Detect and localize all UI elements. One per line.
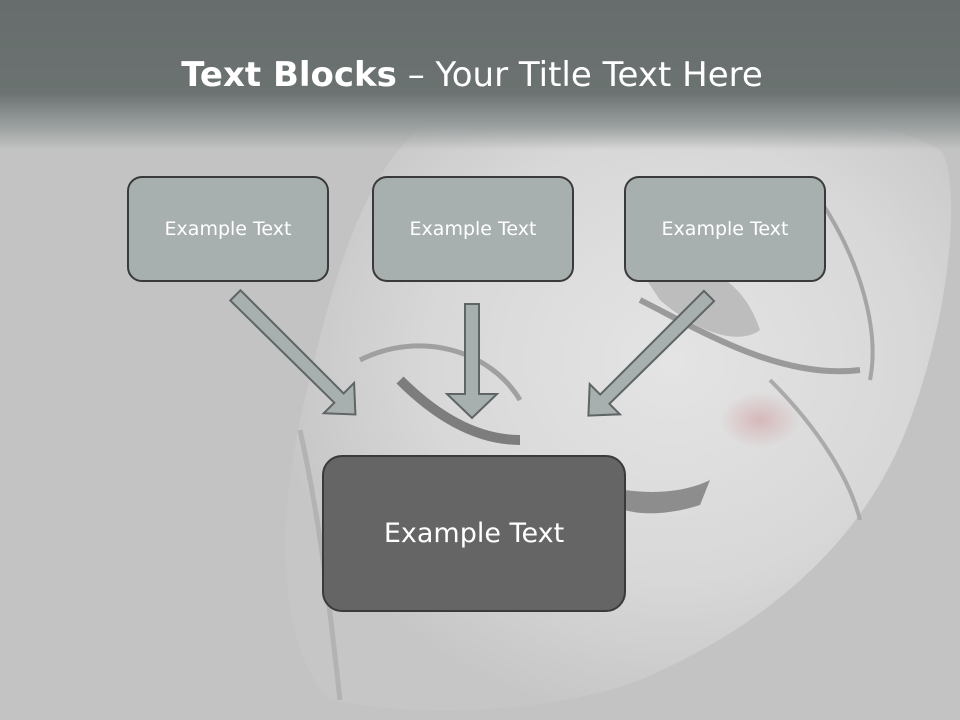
- title-bar: [0, 0, 960, 150]
- text-block-3-label: Example Text: [661, 218, 789, 240]
- text-block-2[interactable]: Example Text: [372, 176, 574, 282]
- slide-title: Text Blocks – Your Title Text Here: [0, 52, 944, 98]
- text-block-3[interactable]: Example Text: [624, 176, 826, 282]
- text-block-main[interactable]: Example Text: [322, 455, 626, 612]
- arrow-center-down: [444, 303, 500, 420]
- text-block-2-label: Example Text: [409, 218, 537, 240]
- title-bold: Text Blocks: [181, 55, 397, 95]
- text-block-main-label: Example Text: [383, 518, 565, 549]
- text-block-1-label: Example Text: [164, 218, 292, 240]
- arrow-left-diagonal: [228, 288, 357, 416]
- arrow-right-diagonal: [587, 289, 716, 417]
- title-rest: – Your Title Text Here: [396, 55, 763, 95]
- text-block-1[interactable]: Example Text: [127, 176, 329, 282]
